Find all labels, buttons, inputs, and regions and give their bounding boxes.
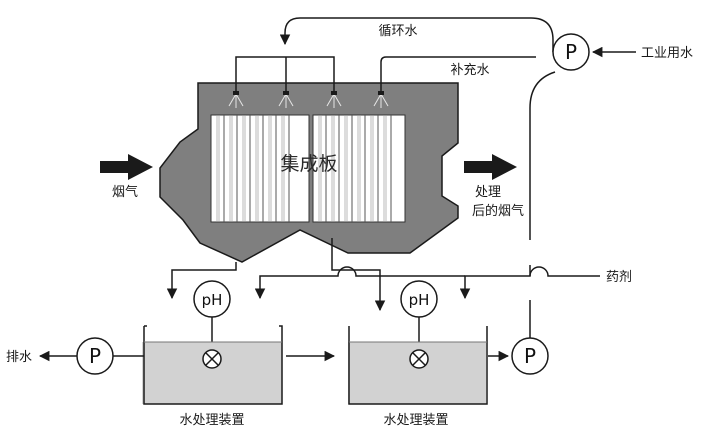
mixer-valve-icon	[409, 349, 429, 369]
treated-gas-label-2: 后的烟气	[472, 203, 524, 219]
spray-header	[235, 56, 536, 93]
treated-gas-label-1: 处理	[475, 185, 501, 200]
chemicals-label: 药剂	[606, 270, 632, 285]
industrial-water-label: 工业用水	[641, 46, 693, 61]
pump-icon: P	[76, 337, 114, 375]
ph-label-2: pH	[409, 291, 430, 309]
ph-sensor-icon: pH	[400, 280, 438, 350]
panel-label: 集成板	[280, 153, 337, 175]
water-treatment-tank-1: 水处理装置	[142, 325, 283, 428]
tank-1-label: 水处理装置	[179, 413, 244, 428]
flue-gas-inlet-arrow	[100, 154, 153, 180]
tank-2-label: 水处理装置	[383, 413, 448, 428]
mixer-valve-icon	[202, 349, 222, 369]
pump-label: P	[524, 344, 536, 368]
ph-label-1: pH	[202, 291, 223, 309]
circulation-loop	[279, 17, 556, 354]
ph-sensor-icon: pH	[193, 280, 231, 350]
spray-nozzle-icon	[228, 93, 389, 108]
pump-icon: P	[552, 33, 590, 71]
discharge-label: 排水	[6, 350, 32, 365]
pump-icon: P	[511, 337, 549, 375]
circulating-water-label: 循环水	[378, 24, 417, 39]
pump-label: P	[89, 344, 101, 368]
flue-gas-outlet-arrow	[464, 154, 517, 180]
integrated-panel: 集成板	[210, 114, 406, 223]
water-treatment-tank-2: 水处理装置	[348, 326, 488, 428]
drain-and-chemical-lines	[166, 238, 600, 312]
makeup-water-label: 补充水	[450, 62, 489, 78]
pump-label: P	[565, 40, 577, 64]
flue-gas-label: 烟气	[112, 184, 138, 200]
